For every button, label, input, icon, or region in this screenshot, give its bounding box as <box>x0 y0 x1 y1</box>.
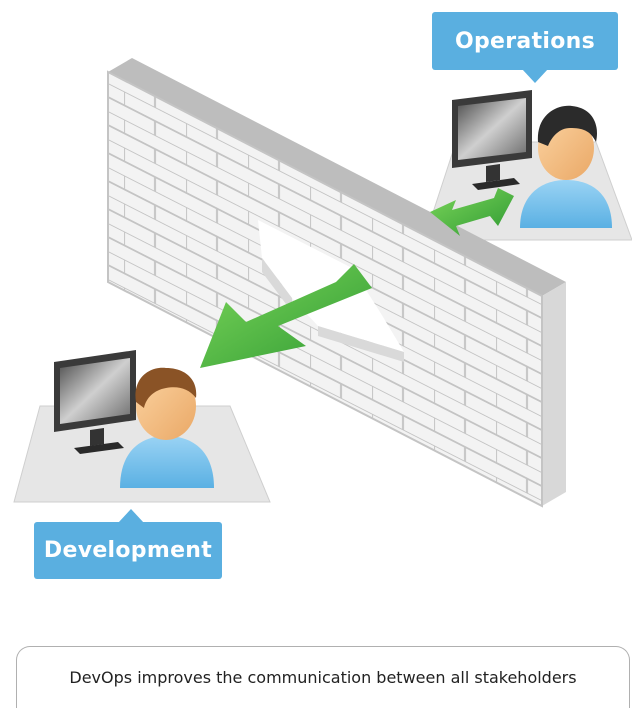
development-workstation <box>13 350 271 503</box>
arrow-icon <box>200 188 514 368</box>
devops-illustration <box>13 58 632 508</box>
arrow-to-operations <box>430 188 514 236</box>
monitor-icon <box>54 350 136 454</box>
development-person-icon <box>120 367 214 488</box>
caption-text: DevOps improves the communication betwee… <box>69 668 577 687</box>
caption-box: DevOps improves the communication betwee… <box>16 646 630 708</box>
operations-label: Operations <box>432 12 618 83</box>
monitor-icon <box>452 90 532 190</box>
operations-person-icon <box>520 105 612 228</box>
arrow-to-development <box>200 264 372 368</box>
development-label: Development <box>34 509 222 579</box>
